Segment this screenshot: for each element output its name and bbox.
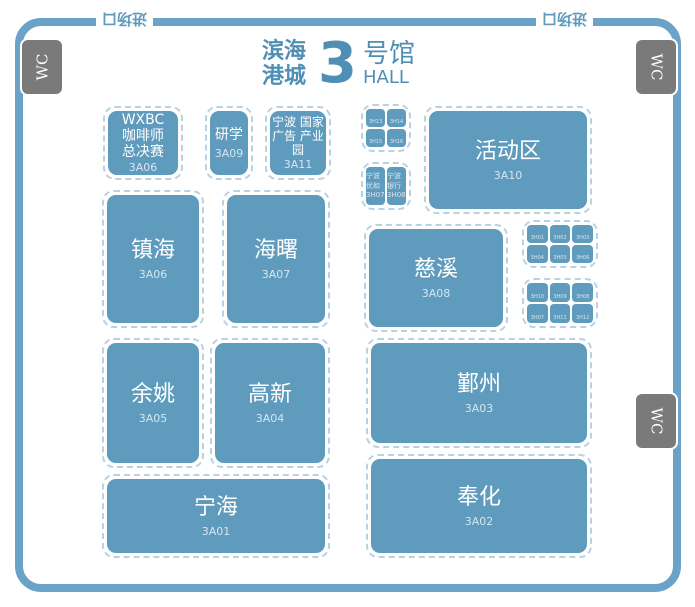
small-booth[interactable]: 3H02 bbox=[549, 225, 571, 243]
booth-gaoxin[interactable]: 高新 3A04 bbox=[210, 338, 330, 468]
small-booth[interactable]: 3H07 bbox=[527, 304, 548, 323]
small-booth[interactable]: 3H08 bbox=[572, 283, 593, 302]
small-booth[interactable]: 3H15 bbox=[366, 129, 385, 147]
booth-code: 3A07 bbox=[261, 267, 291, 281]
hall-cn: 号馆 bbox=[362, 39, 415, 69]
booth-code: 3A05 bbox=[138, 411, 168, 425]
booth-code: 3A04 bbox=[255, 411, 285, 425]
booth-code: 3A11 bbox=[283, 158, 313, 171]
booth-code: 3A03 bbox=[464, 401, 494, 415]
booth-code: 3A06 bbox=[138, 267, 168, 281]
booth-activity-area[interactable]: 活动区 3A10 bbox=[424, 106, 592, 214]
small-booth[interactable]: 3H12 bbox=[572, 304, 593, 323]
booth-name: 鄞州 bbox=[456, 371, 501, 397]
booth-name: 宁波 国家广告 产业园 bbox=[272, 115, 324, 157]
booth-name: 活动区 bbox=[474, 138, 541, 164]
small-booth[interactable]: 3H16 bbox=[387, 129, 406, 147]
small-booth[interactable]: 3H04 bbox=[527, 245, 548, 263]
wc-right-top[interactable]: WC bbox=[634, 38, 678, 96]
booth-yanxue[interactable]: 研学 3A09 bbox=[205, 106, 253, 180]
wc-right-middle[interactable]: WC bbox=[634, 392, 678, 450]
booth-name: WXBC 咖啡师 总决赛 bbox=[121, 112, 165, 160]
entrance-label: 进场口 bbox=[536, 10, 594, 28]
wc-label: WC bbox=[647, 407, 665, 435]
booth-name: 奉化 bbox=[456, 484, 501, 510]
booth-yinzhou[interactable]: 鄞州 3A03 bbox=[366, 338, 592, 448]
entrance-label: 进场口 bbox=[96, 10, 154, 28]
hall-en: HALL bbox=[362, 67, 409, 88]
small-booth[interactable]: 3H09 bbox=[549, 283, 571, 302]
booth-name: 余姚 bbox=[130, 381, 175, 407]
booth-name: 宁海 bbox=[193, 494, 238, 520]
hall-number: 3 bbox=[318, 31, 357, 96]
small-booth[interactable]: 3H06 bbox=[572, 245, 593, 263]
small-booth[interactable]: 3H03 bbox=[572, 225, 593, 243]
booth-code: 3A10 bbox=[493, 168, 523, 182]
small-booth[interactable]: 宁波银行 3H08 bbox=[387, 167, 406, 205]
small-booth[interactable]: 3H01 bbox=[527, 225, 548, 243]
booth-yuyao[interactable]: 余姚 3A05 bbox=[102, 338, 204, 468]
wc-label: WC bbox=[647, 53, 665, 81]
small-booth[interactable]: 3H13 bbox=[366, 109, 385, 127]
small-booth[interactable]: 3H05 bbox=[549, 245, 571, 263]
booth-ninghai[interactable]: 宁海 3A01 bbox=[102, 474, 330, 558]
small-booth[interactable]: 宁波优和 3H07 bbox=[366, 167, 385, 205]
booth-code: 3A02 bbox=[464, 514, 494, 528]
booth-code: 3A09 bbox=[214, 146, 244, 160]
booth-cixi[interactable]: 慈溪 3A08 bbox=[364, 224, 508, 332]
booth-name: 海曙 bbox=[253, 237, 298, 263]
booth-code: 3A08 bbox=[421, 286, 451, 300]
booth-code: 3A06 bbox=[128, 161, 158, 174]
wc-left[interactable]: WC bbox=[20, 38, 64, 96]
booth-name: 慈溪 bbox=[413, 256, 458, 282]
booth-name: 镇海 bbox=[130, 237, 175, 263]
booth-zhenhai[interactable]: 镇海 3A06 bbox=[102, 190, 204, 328]
booth-fenghua[interactable]: 奉化 3A02 bbox=[366, 454, 592, 558]
venue-name: 滨海港城 bbox=[262, 39, 307, 89]
booth-name: 研学 bbox=[215, 126, 243, 143]
booth-code: 3A01 bbox=[201, 524, 231, 538]
booth-haishu[interactable]: 海曙 3A07 bbox=[222, 190, 330, 328]
small-booth[interactable]: 3H11 bbox=[549, 304, 571, 323]
wc-label: WC bbox=[33, 53, 51, 81]
booth-name: 高新 bbox=[247, 381, 292, 407]
small-booth[interactable]: 3H10 bbox=[527, 283, 548, 302]
small-booth[interactable]: 3H14 bbox=[387, 109, 406, 127]
